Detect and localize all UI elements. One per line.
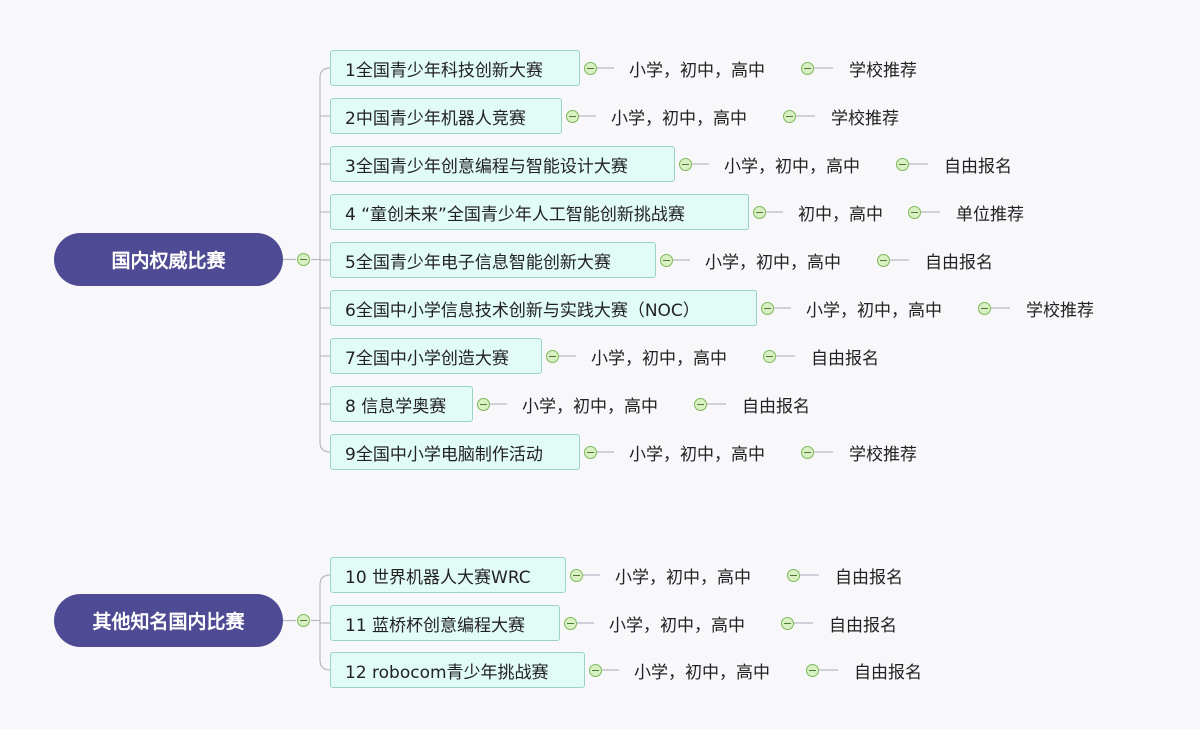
node-collapse-icon[interactable]	[660, 253, 673, 267]
competition-node[interactable]: 7全国中小学创造大赛	[330, 338, 542, 374]
node-collapse-icon[interactable]	[589, 663, 602, 677]
school-level-label[interactable]: 小学，初中，高中	[609, 615, 745, 636]
competition-node[interactable]: 2中国青少年机器人竞赛	[330, 98, 562, 134]
school-level-label[interactable]: 小学，初中，高中	[806, 300, 942, 321]
level-collapse-icon[interactable]	[787, 568, 800, 582]
school-level-label[interactable]: 小学，初中，高中	[705, 252, 841, 273]
registration-method-label[interactable]: 自由报名	[944, 156, 1012, 177]
registration-method-label[interactable]: 学校推荐	[831, 108, 899, 129]
node-collapse-icon[interactable]	[477, 397, 490, 411]
node-collapse-icon[interactable]	[761, 301, 774, 315]
root-collapse-icon[interactable]	[297, 614, 310, 627]
competition-node[interactable]: 1全国青少年科技创新大赛	[330, 50, 580, 86]
level-collapse-icon[interactable]	[908, 205, 921, 219]
level-collapse-icon[interactable]	[801, 61, 814, 75]
level-collapse-icon[interactable]	[806, 663, 819, 677]
root-topic[interactable]: 其他知名国内比赛	[54, 594, 283, 647]
level-collapse-icon[interactable]	[694, 397, 707, 411]
school-level-label[interactable]: 初中，高中	[798, 204, 883, 225]
competition-node[interactable]: 3全国青少年创意编程与智能设计大赛	[330, 146, 675, 182]
competition-node[interactable]: 9全国中小学电脑制作活动	[330, 434, 580, 470]
registration-method-label[interactable]: 学校推荐	[849, 444, 917, 465]
node-collapse-icon[interactable]	[570, 568, 583, 582]
registration-method-label[interactable]: 学校推荐	[1026, 300, 1094, 321]
school-level-label[interactable]: 小学，初中，高中	[629, 60, 765, 81]
node-collapse-icon[interactable]	[584, 61, 597, 75]
school-level-label[interactable]: 小学，初中，高中	[591, 348, 727, 369]
school-level-label[interactable]: 小学，初中，高中	[634, 662, 770, 683]
registration-method-label[interactable]: 学校推荐	[849, 60, 917, 81]
school-level-label[interactable]: 小学，初中，高中	[615, 567, 751, 588]
level-collapse-icon[interactable]	[801, 445, 814, 459]
competition-node[interactable]: 11 蓝桥杯创意编程大赛	[330, 605, 560, 641]
root-topic[interactable]: 国内权威比赛	[54, 233, 283, 286]
registration-method-label[interactable]: 自由报名	[835, 567, 903, 588]
node-collapse-icon[interactable]	[546, 349, 559, 363]
level-collapse-icon[interactable]	[978, 301, 991, 315]
school-level-label[interactable]: 小学，初中，高中	[629, 444, 765, 465]
registration-method-label[interactable]: 自由报名	[742, 396, 810, 417]
node-collapse-icon[interactable]	[679, 157, 692, 171]
registration-method-label[interactable]: 单位推荐	[956, 204, 1024, 225]
level-collapse-icon[interactable]	[896, 157, 909, 171]
level-collapse-icon[interactable]	[781, 616, 794, 630]
competition-node[interactable]: 8 信息学奥赛	[330, 386, 473, 422]
level-collapse-icon[interactable]	[783, 109, 796, 123]
registration-method-label[interactable]: 自由报名	[854, 662, 922, 683]
competition-node[interactable]: 6全国中小学信息技术创新与实践大赛（NOC）	[330, 290, 757, 326]
registration-method-label[interactable]: 自由报名	[829, 615, 897, 636]
level-collapse-icon[interactable]	[877, 253, 890, 267]
competition-node[interactable]: 4 “童创未来”全国青少年人工智能创新挑战赛	[330, 194, 749, 230]
competition-node[interactable]: 12 robocom青少年挑战赛	[330, 652, 585, 688]
competition-node[interactable]: 10 世界机器人大赛WRC	[330, 557, 566, 593]
school-level-label[interactable]: 小学，初中，高中	[611, 108, 747, 129]
level-collapse-icon[interactable]	[763, 349, 776, 363]
node-collapse-icon[interactable]	[584, 445, 597, 459]
node-collapse-icon[interactable]	[753, 205, 766, 219]
registration-method-label[interactable]: 自由报名	[811, 348, 879, 369]
registration-method-label[interactable]: 自由报名	[925, 252, 993, 273]
root-collapse-icon[interactable]	[297, 253, 310, 266]
school-level-label[interactable]: 小学，初中，高中	[522, 396, 658, 417]
school-level-label[interactable]: 小学，初中，高中	[724, 156, 860, 177]
competition-node[interactable]: 5全国青少年电子信息智能创新大赛	[330, 242, 656, 278]
node-collapse-icon[interactable]	[566, 109, 579, 123]
node-collapse-icon[interactable]	[564, 616, 577, 630]
